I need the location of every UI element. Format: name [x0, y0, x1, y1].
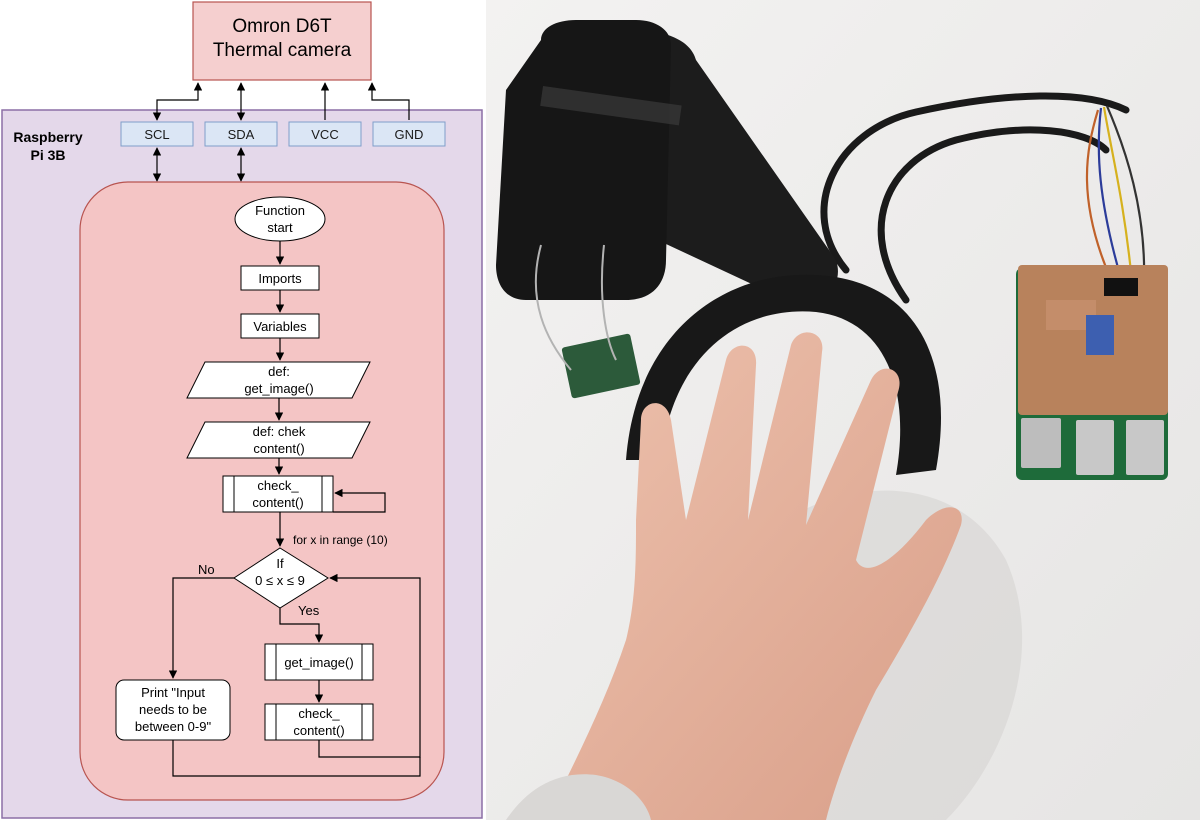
pin-vcc-label: VCC [311, 127, 338, 142]
pin-scl-label: SCL [144, 127, 169, 142]
start-line1: Function [255, 203, 305, 218]
check-content-node-2 [264, 703, 374, 741]
cable [820, 92, 1130, 304]
thermal-sensor [561, 333, 641, 399]
check2-line2: content() [293, 723, 344, 738]
camera-head [496, 20, 671, 300]
print-line2: needs to be [139, 702, 207, 717]
no-label: No [198, 562, 215, 577]
pi-label-line1: Raspberry [13, 129, 82, 145]
def-check-line2: content() [253, 441, 304, 456]
pin-gnd [372, 121, 446, 147]
device-photo [486, 0, 1200, 820]
yes-label: Yes [298, 603, 320, 618]
thermal-camera-box [192, 1, 372, 81]
pi-label-line2: Pi 3B [30, 147, 65, 163]
camera-pin-connectors [152, 82, 410, 182]
sleeve [506, 774, 651, 820]
def-get-line1: def: [268, 364, 290, 379]
check-content-node-1 [222, 475, 334, 513]
get-image-node [264, 643, 374, 681]
imports-label: Imports [258, 271, 302, 286]
def-check-line1: def: chek [253, 424, 306, 439]
stand-base [626, 274, 941, 475]
check2-line1: check_ [298, 706, 340, 721]
loop-label: for x in range (10) [293, 533, 388, 547]
jumper-wires [1085, 105, 1146, 283]
pin-gnd-label: GND [395, 127, 424, 142]
if-line1: If [276, 556, 284, 571]
print-line3: between 0-9" [135, 719, 212, 734]
def-check-content-node [186, 421, 371, 459]
if-line2: 0 ≤ x ≤ 9 [255, 573, 305, 588]
variables-label: Variables [253, 319, 307, 334]
check1-line2: content() [252, 495, 303, 510]
def-get-image-node [186, 361, 371, 399]
print-line1: Print "Input [141, 685, 205, 700]
camera-title-line1: Omron D6T [232, 16, 332, 37]
check1-line1: check_ [257, 478, 299, 493]
start-line2: start [267, 220, 293, 235]
imports-node [240, 265, 320, 291]
system-diagram: Raspberry Pi 3B Omron D6T Thermal camera… [0, 0, 486, 820]
pin-sda [204, 121, 278, 147]
pin-vcc [288, 121, 362, 147]
camera-title-line2: Thermal camera [213, 40, 352, 61]
hand [546, 332, 962, 820]
flow-arrows [168, 241, 421, 777]
pin-sda-label: SDA [228, 127, 255, 142]
def-get-line2: get_image() [244, 381, 313, 396]
pin-scl [120, 121, 194, 147]
get-image-label: get_image() [284, 655, 353, 670]
